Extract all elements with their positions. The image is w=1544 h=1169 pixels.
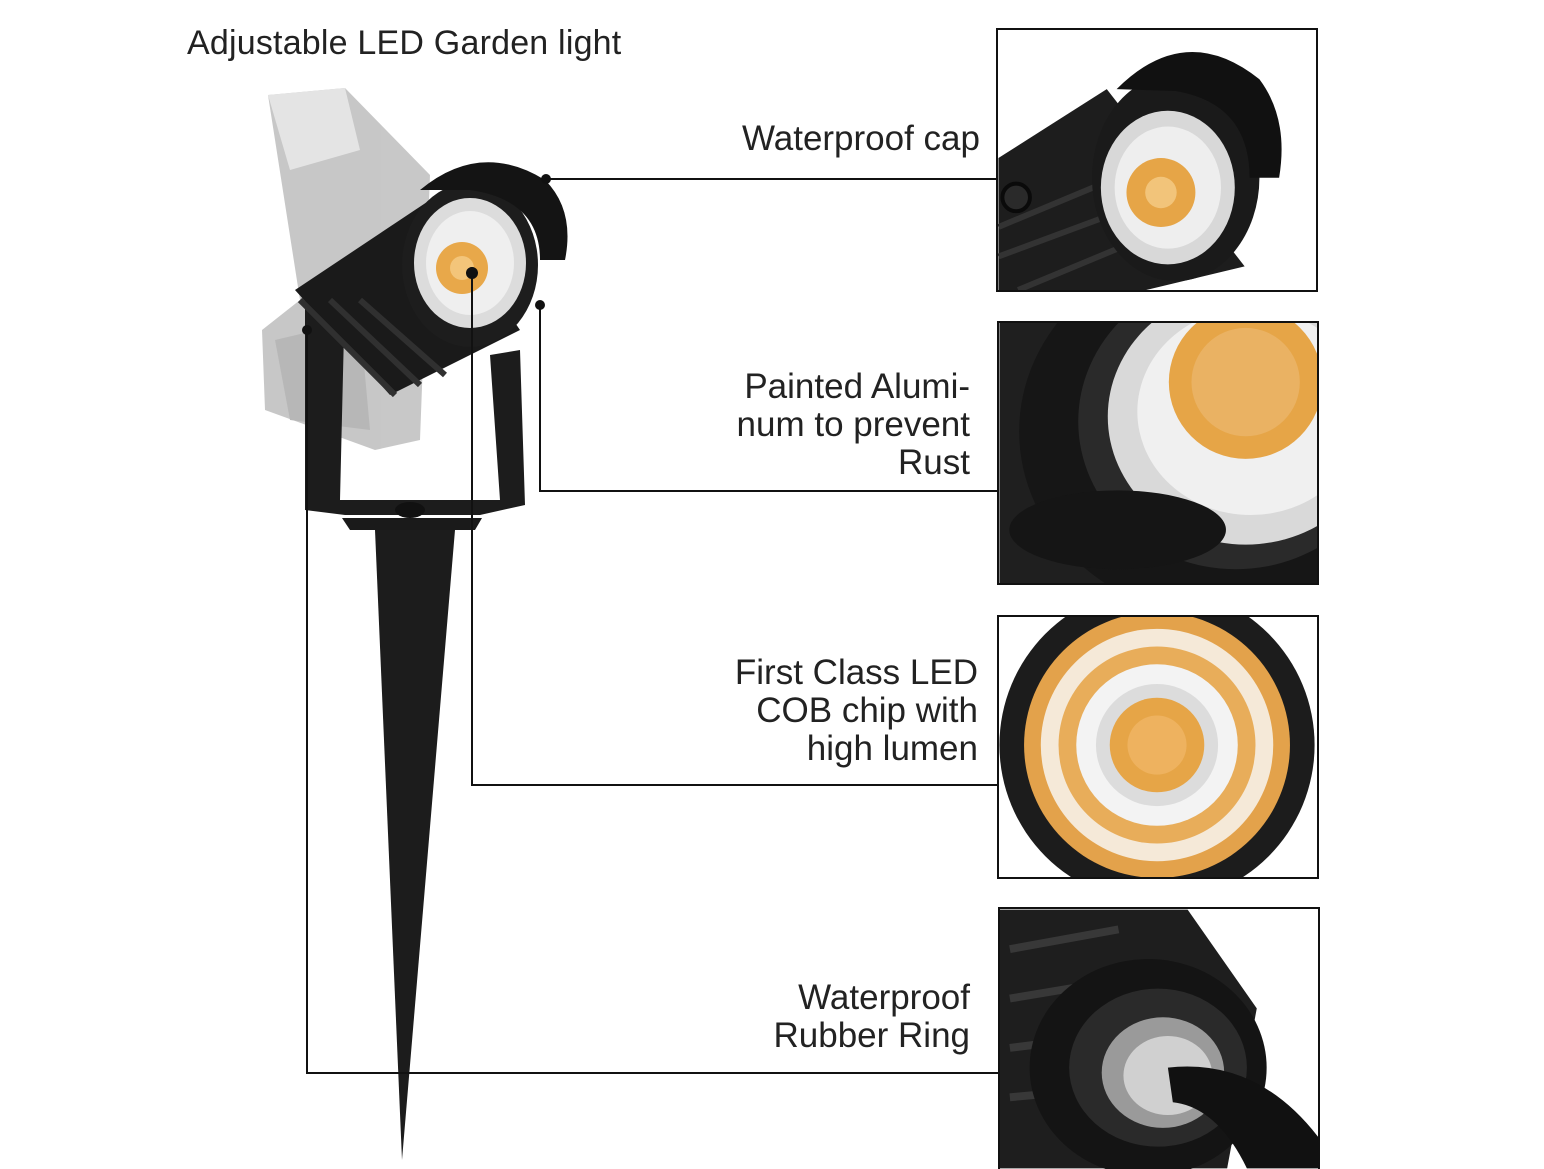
callout-line: Rust [898, 443, 970, 482]
ground-stake [342, 502, 482, 1160]
callout-line: Waterproof cap [742, 119, 980, 158]
callout-lines [306, 178, 998, 1074]
waterproof-cap-closeup-image [996, 28, 1318, 292]
led-cob-chip-closeup-image [997, 615, 1319, 879]
callout-line: num to prevent [736, 405, 970, 444]
callout-led-chip: First Class LED COB chip with high lumen [735, 654, 978, 768]
callout-line: Rubber Ring [773, 1016, 971, 1055]
callout-line: First Class LED [734, 653, 978, 692]
callout-line: high lumen [806, 729, 978, 768]
callout-dots [302, 174, 551, 335]
painted-aluminum-closeup-image [997, 321, 1319, 585]
callout-line: COB chip with [756, 691, 978, 730]
rubber-ring-closeup-image [998, 907, 1320, 1169]
lamp-head [295, 162, 568, 398]
callout-rubber-ring: Waterproof Rubber Ring [774, 979, 971, 1055]
callout-waterproof-cap: Waterproof cap [742, 120, 980, 158]
page-title: Adjustable LED Garden light [187, 24, 622, 62]
callout-line: Waterproof [798, 978, 970, 1017]
callout-line: Painted Alumi- [744, 367, 970, 406]
callout-painted-aluminum: Painted Alumi- num to prevent Rust [737, 368, 970, 482]
